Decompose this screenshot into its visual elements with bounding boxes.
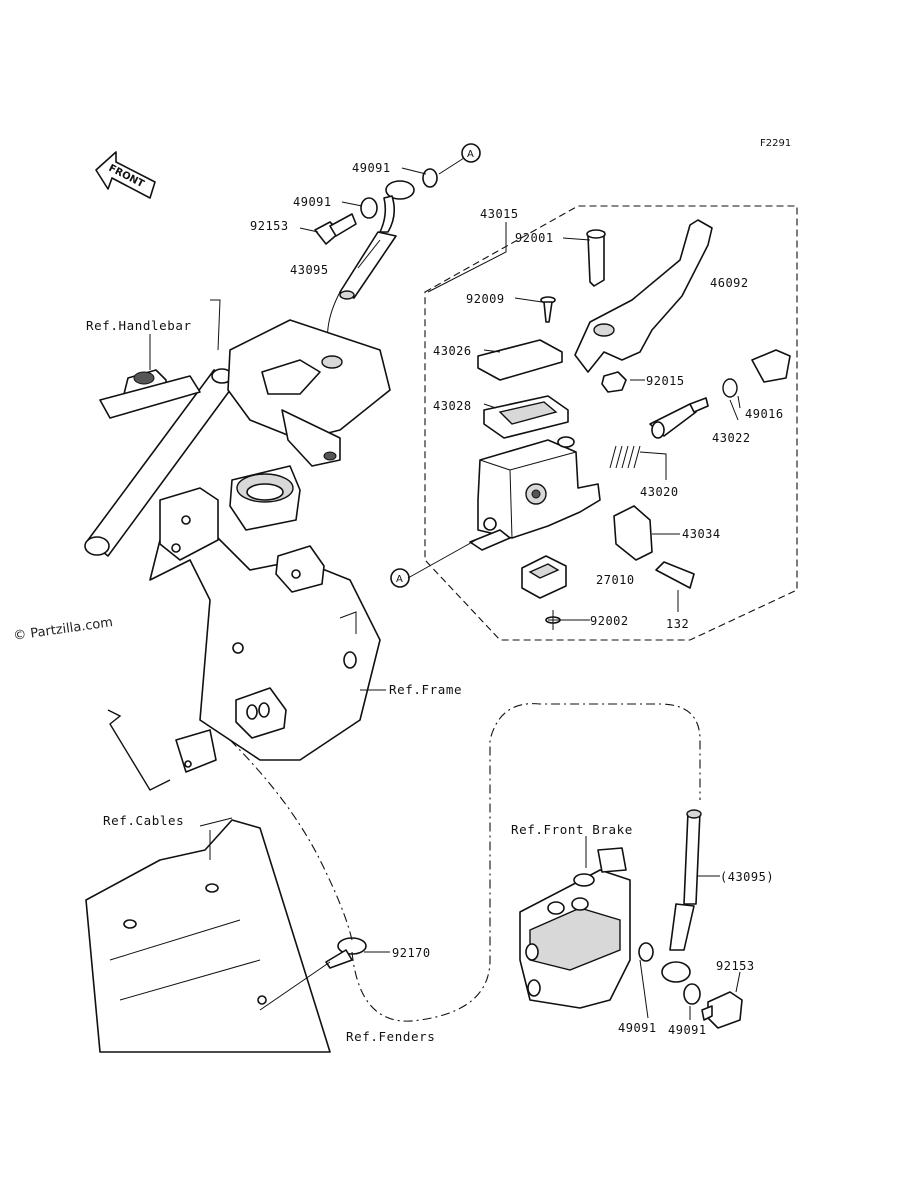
label-92153-top: 92153	[250, 219, 289, 233]
callout-a-top: A	[461, 143, 481, 163]
ref-handlebar: Ref.Handlebar	[86, 318, 192, 333]
brake-light-switch	[521, 555, 567, 599]
master-cylinder-body	[469, 436, 601, 551]
hose-routing-upper	[229, 739, 353, 941]
washer-49091-bottom-2	[683, 983, 701, 1005]
label-92015: 92015	[646, 374, 685, 388]
label-43095: 43095	[290, 263, 329, 277]
ref-fenders: Ref.Fenders	[346, 1029, 435, 1044]
brake-hose-top	[327, 180, 415, 361]
banjo-bolt-top	[314, 213, 357, 245]
label-43020: 43020	[640, 485, 679, 499]
label-92170: 92170	[392, 946, 431, 960]
reservoir-cap	[477, 339, 563, 381]
label-43028: 43028	[433, 399, 472, 413]
diagram-id: F2291	[760, 138, 791, 149]
dust-boot	[751, 349, 791, 383]
hose-routing-loop	[351, 703, 701, 1022]
ref-cables: Ref.Cables	[103, 813, 184, 828]
handlebar-holder	[99, 369, 201, 419]
ref-frame: Ref.Frame	[389, 682, 462, 697]
label-43022: 43022	[712, 431, 751, 445]
cable-bracket	[107, 709, 217, 791]
circlip	[722, 378, 738, 398]
front-brake-caliper	[519, 847, 631, 1009]
label-92002: 92002	[590, 614, 629, 628]
label-92153-bottom: 92153	[716, 959, 755, 973]
label-92001: 92001	[515, 231, 554, 245]
label-49091-mid: 49091	[293, 195, 332, 209]
clamp-bolt	[655, 561, 695, 589]
banjo-bolt-bottom	[701, 991, 743, 1029]
label-27010: 27010	[596, 573, 635, 587]
leader-lines	[149, 157, 741, 1020]
diaphragm	[483, 395, 569, 439]
washer-49091-bottom-1	[638, 942, 654, 962]
label-49016: 49016	[745, 407, 784, 421]
label-46092: 46092	[710, 276, 749, 290]
rear-frame	[85, 819, 331, 1053]
label-43026: 43026	[433, 344, 472, 358]
cap-screw	[540, 296, 556, 323]
ref-front-brake: Ref.Front Brake	[511, 822, 633, 837]
label-43095-paren: (43095)	[720, 870, 774, 884]
label-43015: 43015	[480, 207, 519, 221]
hose-clamp	[325, 937, 367, 969]
steering-stem	[227, 319, 391, 467]
pivot-bolt	[586, 229, 606, 287]
frame-head	[149, 465, 381, 761]
brake-hose-bottom	[661, 809, 702, 983]
label-49091-top: 49091	[352, 161, 391, 175]
label-49091-bottom-2: 49091	[668, 1023, 707, 1037]
brake-lever	[574, 219, 713, 373]
label-49091-bottom-1: 49091	[618, 1021, 657, 1035]
piston-spring	[609, 397, 709, 469]
assembly-boundary	[424, 205, 798, 641]
front-arrow-icon: FRONT	[95, 151, 156, 199]
label-92009: 92009	[466, 292, 505, 306]
holder-clamp	[613, 505, 653, 561]
lever-nut	[601, 371, 627, 393]
washer-49091-mid	[360, 197, 378, 219]
svg-text:A: A	[467, 149, 474, 160]
washer-49091-top	[422, 168, 438, 188]
callout-a-bottom: A	[390, 568, 410, 588]
svg-text:A: A	[396, 574, 403, 585]
label-132: 132	[666, 617, 689, 631]
label-43034: 43034	[682, 527, 721, 541]
watermark: © Partzilla.com	[12, 615, 113, 644]
